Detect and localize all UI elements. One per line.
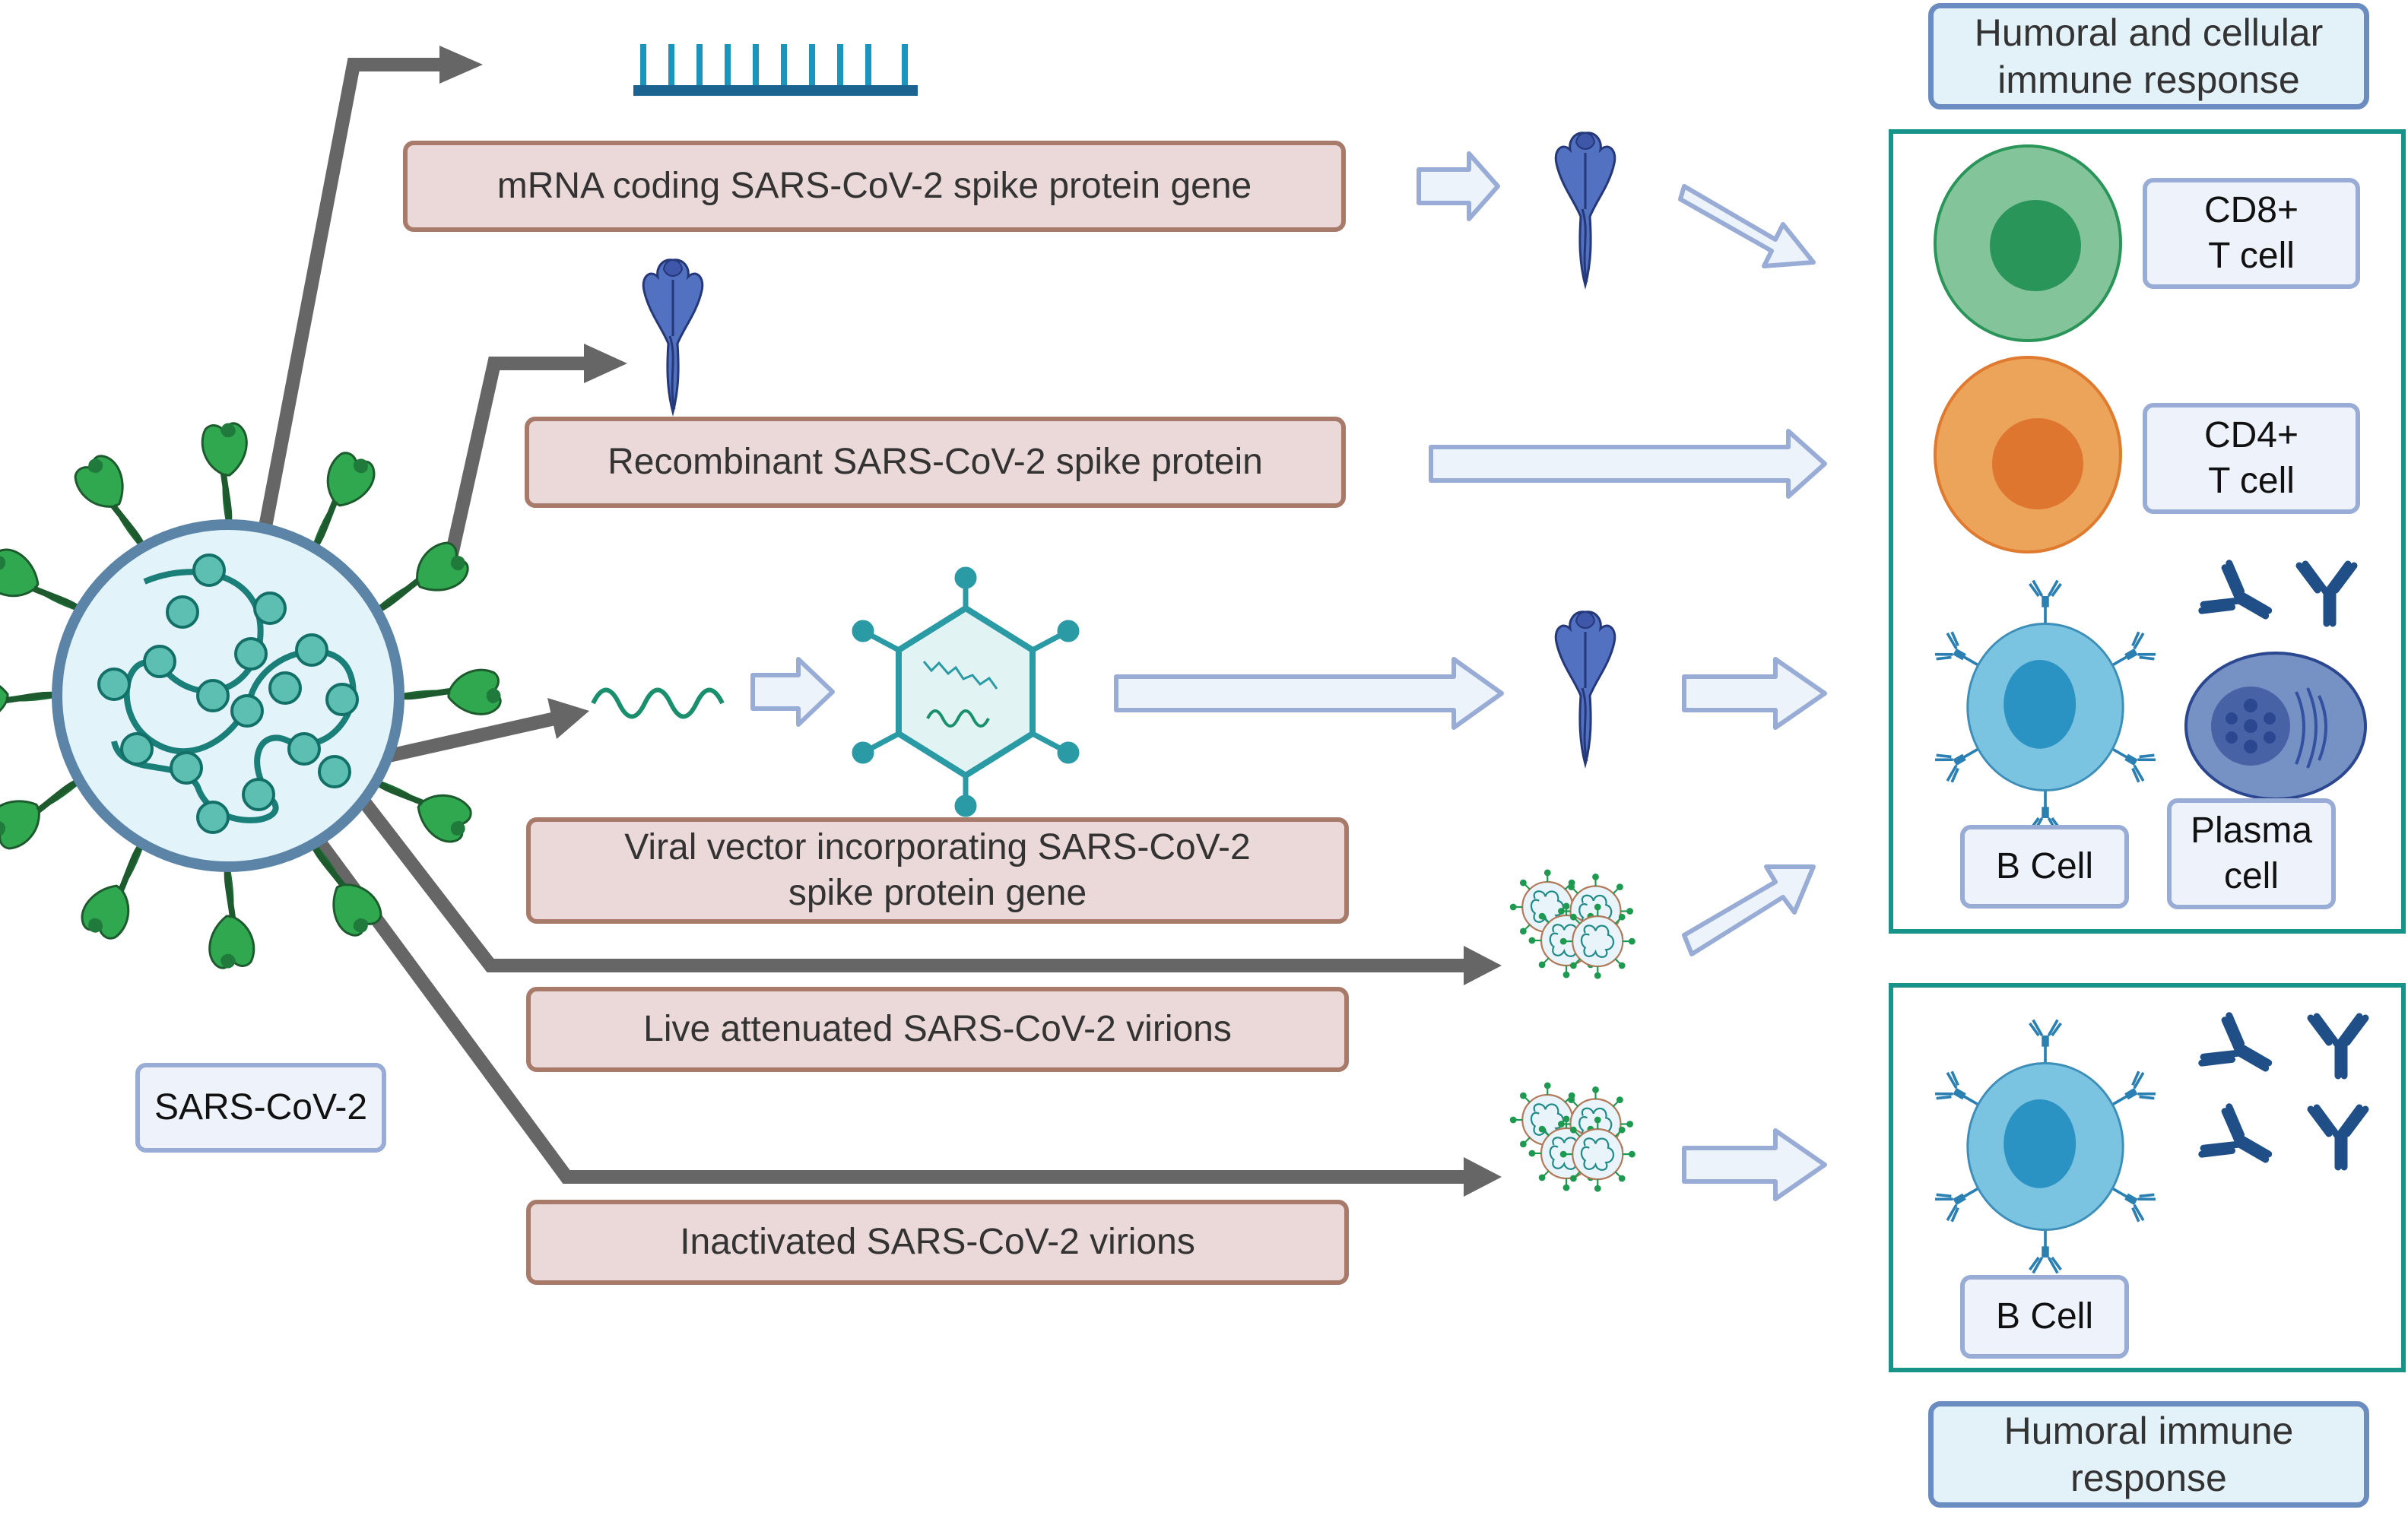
pathway-arrow-live bbox=[344, 779, 1467, 972]
platform-text: Inactivated SARS-CoV-2 virions bbox=[680, 1222, 1195, 1262]
pathway-arrow-protein bbox=[438, 357, 585, 587]
platform-label-viral-vector: Viral vector incorporating SARS-CoV-2 sp… bbox=[526, 817, 1349, 924]
title-text: Humoral and cellular immune response bbox=[1974, 11, 2324, 102]
pathway-arrow-vector bbox=[367, 712, 557, 767]
b-cell-label: B Cell bbox=[1960, 1275, 2129, 1359]
response-arrow-icon bbox=[1678, 184, 1816, 268]
viral-vector-icon bbox=[852, 566, 1080, 817]
platform-text: Live attenuated SARS-CoV-2 virions bbox=[643, 1009, 1232, 1049]
gene-wave-icon bbox=[591, 687, 725, 719]
cell-label-text: B Cell bbox=[1995, 1296, 2094, 1337]
sars-cov-2-virus-icon bbox=[0, 423, 501, 969]
response-arrow-icon bbox=[1114, 657, 1504, 730]
pathway-arrows bbox=[252, 58, 1467, 1184]
virion-cluster-icon bbox=[1510, 1083, 1635, 1192]
humoral-cellular-response-title: Humoral and cellular immune response bbox=[1928, 3, 2369, 109]
response-arrow-icon bbox=[1682, 864, 1816, 956]
arrowhead-mrna-icon bbox=[439, 46, 483, 84]
cell-label-text: Plasma cell bbox=[2190, 810, 2313, 896]
virus-label: SARS-CoV-2 bbox=[135, 1063, 386, 1153]
plasma-cell-label: Plasma cell bbox=[2167, 798, 2336, 909]
plasma-cell-icon bbox=[2184, 652, 2367, 801]
platform-label-recombinant-protein: Recombinant SARS-CoV-2 spike protein bbox=[525, 417, 1346, 508]
platform-text: Viral vector incorporating SARS-CoV-2 sp… bbox=[624, 827, 1251, 913]
arrowhead-vector-icon bbox=[547, 698, 589, 739]
humoral-cellular-panel bbox=[1889, 129, 2406, 934]
cell-label-text: B Cell bbox=[1995, 846, 2094, 886]
step-arrow-icon bbox=[1417, 151, 1500, 221]
arrowhead-inactivated-icon bbox=[1464, 1157, 1502, 1197]
mrna-strand-icon bbox=[633, 44, 918, 96]
title-text: Humoral immune response bbox=[2003, 1409, 2294, 1500]
step-arrow-icon bbox=[750, 657, 835, 727]
pathway-arrow-inactivated bbox=[298, 817, 1467, 1184]
pathway-arrow-mrna bbox=[252, 58, 441, 564]
response-arrow-icon bbox=[1429, 429, 1827, 499]
cell-label-text: CD4+ T cell bbox=[2203, 415, 2299, 501]
arrowhead-protein-icon bbox=[584, 344, 627, 383]
virus-label-text: SARS-CoV-2 bbox=[154, 1087, 368, 1127]
platform-label-mrna: mRNA coding SARS-CoV-2 spike protein gen… bbox=[403, 141, 1346, 232]
cell-label-text: CD8+ T cell bbox=[2203, 190, 2299, 276]
virion-cluster-icon bbox=[1510, 870, 1635, 979]
response-arrow-icon bbox=[1682, 1128, 1827, 1201]
b-cell-label: B Cell bbox=[1960, 825, 2129, 909]
spike-protein-icon bbox=[1554, 611, 1616, 766]
humoral-response-title: Humoral immune response bbox=[1928, 1401, 2369, 1508]
spike-protein-icon bbox=[642, 258, 704, 414]
response-arrow-icon bbox=[1682, 657, 1827, 730]
humoral-panel bbox=[1889, 983, 2406, 1372]
cd4-t-cell-label: CD4+ T cell bbox=[2143, 403, 2360, 514]
platform-label-inactivated: Inactivated SARS-CoV-2 virions bbox=[526, 1200, 1349, 1285]
arrowhead-live-icon bbox=[1464, 946, 1502, 985]
platform-text: Recombinant SARS-CoV-2 spike protein bbox=[608, 442, 1263, 482]
cd4-t-cell-icon bbox=[1934, 356, 2122, 553]
cd8-t-cell-icon bbox=[1934, 144, 2122, 342]
spike-protein-icon bbox=[1554, 132, 1616, 287]
platform-label-live-attenuated: Live attenuated SARS-CoV-2 virions bbox=[526, 987, 1349, 1072]
platform-text: mRNA coding SARS-CoV-2 spike protein gen… bbox=[497, 166, 1252, 206]
cd8-t-cell-label: CD8+ T cell bbox=[2143, 178, 2360, 289]
